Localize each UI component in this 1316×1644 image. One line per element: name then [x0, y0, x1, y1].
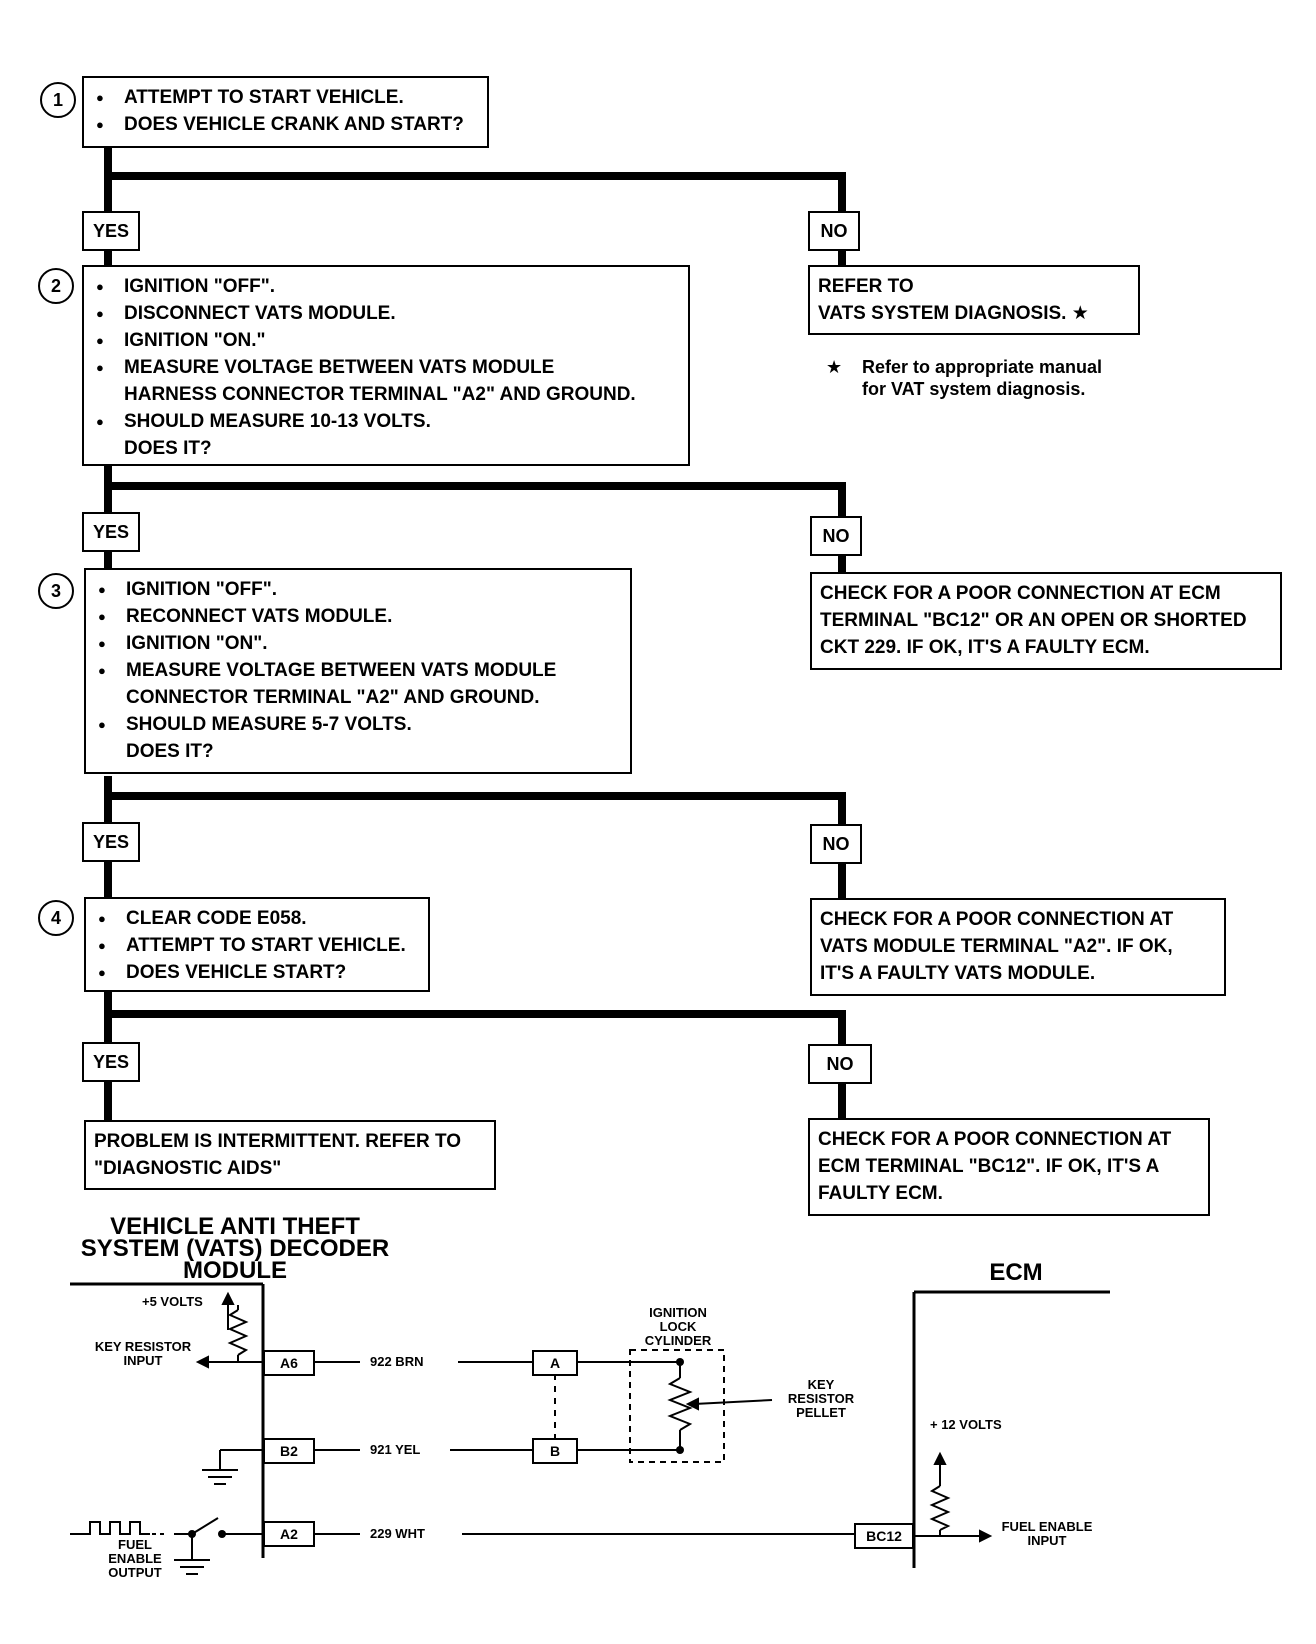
ignition-lock-line: LOCK — [659, 1319, 697, 1334]
step-3-number: 3 — [38, 573, 74, 609]
no-result-4: CHECK FOR A POOR CONNECTION AT ECM TERMI… — [808, 1118, 1210, 1216]
fuel-enable-input-line: INPUT — [1027, 1533, 1067, 1548]
step-2-question: DOES IT? — [124, 438, 212, 459]
wire-229-wht-label: 229 WHT — [370, 1526, 425, 1541]
plus-12-volts-label: + 12 VOLTS — [930, 1417, 1002, 1432]
plus-5-volts-label: +5 VOLTS — [142, 1294, 203, 1309]
step-3-item: IGNITION "ON". — [94, 630, 622, 657]
no-result-3-line: IT'S A FAULTY VATS MODULE. — [820, 963, 1096, 984]
footnote: Refer to appropriate manual for VAT syst… — [862, 356, 1102, 400]
no-label-3: NO — [810, 824, 862, 864]
pin-a2: A2 — [263, 1521, 315, 1547]
step-3-question: DOES IT? — [126, 741, 214, 762]
yes-result-line: "DIAGNOSTIC AIDS" — [94, 1158, 282, 1179]
no-result-2-line: TERMINAL "BC12" OR AN OPEN OR SHORTED — [820, 610, 1247, 631]
step-4-item: DOES VEHICLE START? — [94, 959, 420, 986]
no-result-2-line: CHECK FOR A POOR CONNECTION AT ECM — [820, 583, 1221, 604]
wire-922-brn-label: 922 BRN — [370, 1354, 424, 1369]
key-resistor-input-line: KEY RESISTOR — [94, 1339, 192, 1354]
pin-bc12: BC12 — [854, 1523, 914, 1549]
key-resistor-input-line: INPUT — [123, 1353, 163, 1368]
key-resistor-pellet-line: RESISTOR — [787, 1391, 855, 1406]
no-result-2-line: CKT 229. IF OK, IT'S A FAULTY ECM. — [820, 637, 1150, 658]
fuel-enable-output-line: FUEL — [118, 1537, 152, 1552]
footnote-line: Refer to appropriate manual — [862, 357, 1103, 377]
key-resistor-pellet-label: KEY RESISTOR PELLET — [776, 1378, 866, 1420]
fuel-enable-input-line: FUEL ENABLE — [1001, 1519, 1093, 1534]
step-3-item: MEASURE VOLTAGE BETWEEN VATS MODULE — [94, 657, 622, 684]
step-3-item-continued: CONNECTOR TERMINAL "A2" AND GROUND. — [126, 687, 540, 708]
step-2-number: 2 — [38, 268, 74, 304]
step-2-item: MEASURE VOLTAGE BETWEEN VATS MODULE — [92, 354, 680, 381]
step-2-item: SHOULD MEASURE 10-13 VOLTS. — [92, 408, 680, 435]
step-2-item: DISCONNECT VATS MODULE. — [92, 300, 680, 327]
vats-module-title-line: MODULE — [183, 1257, 287, 1284]
ignition-lock-line: CYLINDER — [644, 1333, 712, 1348]
step-1-item: DOES VEHICLE CRANK AND START? — [92, 111, 479, 138]
fuel-enable-input-label: FUEL ENABLE INPUT — [992, 1520, 1102, 1548]
key-resistor-pellet-line: PELLET — [796, 1405, 846, 1420]
yes-label-2: YES — [82, 512, 140, 552]
connector-b: B — [532, 1438, 578, 1464]
yes-label-3: YES — [82, 822, 140, 862]
step-2-item: IGNITION "ON." — [92, 327, 680, 354]
flowchart-connectors — [104, 148, 846, 1122]
no-label-2: NO — [810, 516, 862, 556]
schematic-dots — [188, 1358, 684, 1538]
yes-label-4: YES — [82, 1042, 140, 1082]
vats-module-title-line: VEHICLE ANTI THEFT — [110, 1213, 360, 1240]
wire-921-yel-label: 921 YEL — [370, 1442, 421, 1457]
step-1-number: 1 — [40, 82, 76, 118]
yes-result-intermittent: PROBLEM IS INTERMITTENT. REFER TO "DIAGN… — [84, 1120, 496, 1190]
pin-b2: B2 — [263, 1438, 315, 1464]
step-1-item: ATTEMPT TO START VEHICLE. — [92, 84, 479, 111]
no-result-3-line: CHECK FOR A POOR CONNECTION AT — [820, 909, 1174, 930]
key-resistor-input-label: KEY RESISTOR INPUT — [88, 1340, 198, 1368]
step-3-item: IGNITION "OFF". — [94, 576, 622, 603]
vats-module-title: VEHICLE ANTI THEFT SYSTEM (VATS) DECODER… — [70, 1213, 400, 1284]
step-3-item: RECONNECT VATS MODULE. — [94, 603, 622, 630]
vats-module-title-line: SYSTEM (VATS) DECODER — [80, 1235, 390, 1262]
fuel-enable-output-line: OUTPUT — [108, 1565, 162, 1580]
ignition-lock-cylinder-label: IGNITION LOCK CYLINDER — [636, 1306, 720, 1348]
ecm-title: ECM — [989, 1259, 1043, 1286]
step-2-item-continued: HARNESS CONNECTOR TERMINAL "A2" AND GROU… — [124, 384, 636, 405]
step-4-item: ATTEMPT TO START VEHICLE. — [94, 932, 420, 959]
no-result-4-line: CHECK FOR A POOR CONNECTION AT — [818, 1129, 1172, 1150]
yes-result-line: PROBLEM IS INTERMITTENT. REFER TO — [94, 1131, 461, 1152]
no-label-1: NO — [808, 211, 860, 251]
no-result-1-line: REFER TO — [818, 276, 914, 297]
step-4-number: 4 — [38, 900, 74, 936]
no-result-1: REFER TO VATS SYSTEM DIAGNOSIS. ★ — [808, 265, 1140, 335]
schematic-wiring — [70, 1282, 1110, 1575]
pin-a6: A6 — [263, 1350, 315, 1376]
yes-label-1: YES — [82, 211, 140, 251]
footnote-line: for VAT system diagnosis. — [862, 379, 1086, 399]
no-label-4: NO — [808, 1044, 872, 1084]
no-result-3: CHECK FOR A POOR CONNECTION AT VATS MODU… — [810, 898, 1226, 996]
no-result-4-line: FAULTY ECM. — [818, 1183, 943, 1204]
no-result-2: CHECK FOR A POOR CONNECTION AT ECM TERMI… — [810, 572, 1282, 670]
no-result-4-line: ECM TERMINAL "BC12". IF OK, IT'S A — [818, 1156, 1160, 1177]
step-3-item: SHOULD MEASURE 5-7 VOLTS. — [94, 711, 622, 738]
step-1-box: ATTEMPT TO START VEHICLE. DOES VEHICLE C… — [82, 76, 489, 148]
fuel-enable-output-label: FUEL ENABLE OUTPUT — [90, 1538, 180, 1580]
no-result-3-line: VATS MODULE TERMINAL "A2". IF OK, — [820, 936, 1173, 957]
step-4-box: CLEAR CODE E058. ATTEMPT TO START VEHICL… — [84, 897, 430, 992]
step-4-item: CLEAR CODE E058. — [94, 905, 420, 932]
step-2-item: IGNITION "OFF". — [92, 273, 680, 300]
no-result-1-line: VATS SYSTEM DIAGNOSIS. ★ — [818, 303, 1089, 324]
connector-a: A — [532, 1350, 578, 1376]
footnote-star-icon: ★ — [826, 357, 843, 377]
step-2-box: IGNITION "OFF". DISCONNECT VATS MODULE. … — [82, 265, 690, 466]
step-3-box: IGNITION "OFF". RECONNECT VATS MODULE. I… — [84, 568, 632, 774]
key-resistor-pellet-line: KEY — [807, 1377, 835, 1392]
ignition-lock-line: IGNITION — [649, 1305, 707, 1320]
fuel-enable-output-line: ENABLE — [108, 1551, 162, 1566]
